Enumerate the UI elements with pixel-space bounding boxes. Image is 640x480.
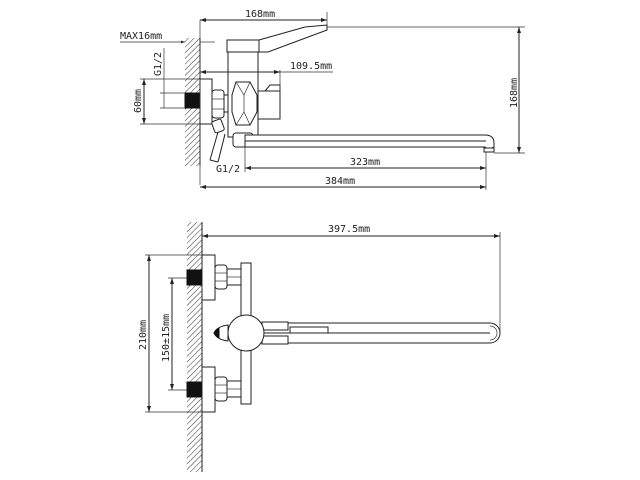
aerator (483, 147, 495, 153)
lower-escutcheon (201, 366, 216, 413)
wall-plug (184, 92, 201, 109)
dim-top-width: 168mm (245, 9, 275, 20)
dim-thread-bottom: G1/2 (216, 164, 240, 175)
wall-hatch-front (187, 222, 202, 472)
upper-wall-plug (186, 269, 203, 286)
lower-wall-plug (186, 381, 203, 398)
dim-connector-height: 60mm (133, 89, 144, 113)
lower-nut (211, 118, 225, 134)
dim-overall-height: 210mm (138, 320, 149, 350)
escutcheon (199, 78, 213, 125)
dim-centers: 150±15mm (161, 314, 172, 362)
mixer-body (227, 314, 265, 352)
dim-total-height: 168mm (509, 78, 520, 108)
dim-thread-top: G1/2 (153, 52, 164, 76)
hex-nut (211, 89, 225, 119)
upper-escutcheon (201, 254, 216, 301)
lever-handle (258, 24, 328, 53)
front-view: 397.5mm 210mm 150±15mm (138, 222, 501, 472)
side-view: 168mm MAX16mm G1/2 60mm 109.5mm 168mm G1… (120, 9, 525, 190)
dim-spout-reach: 323mm (350, 157, 380, 168)
spout (244, 134, 495, 151)
dim-body-depth: 109.5mm (290, 61, 332, 72)
dim-wall-max: MAX16mm (120, 31, 162, 42)
dim-spout-length: 397.5mm (328, 224, 370, 235)
dim-total-length: 384mm (325, 176, 355, 187)
